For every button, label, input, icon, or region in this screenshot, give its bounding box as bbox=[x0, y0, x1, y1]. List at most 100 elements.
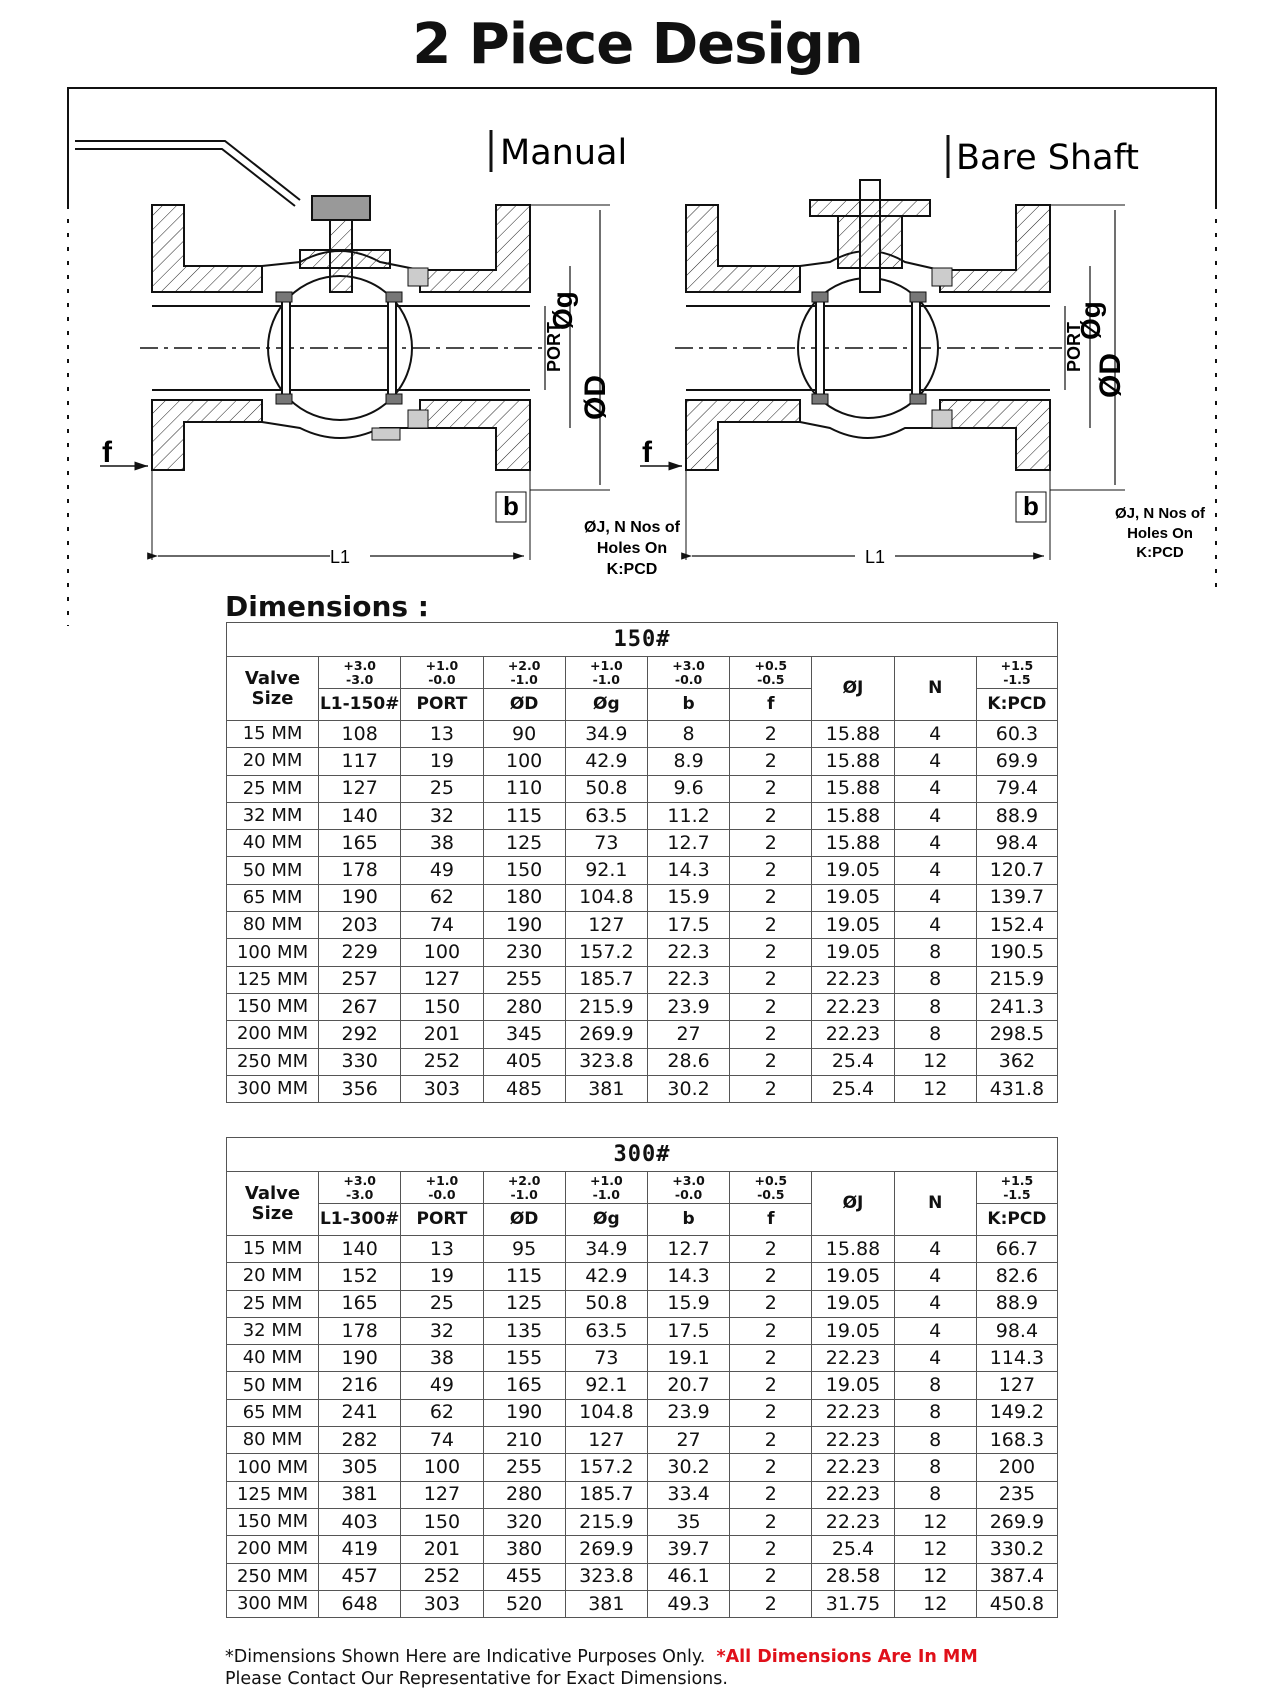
table-cell: 38 bbox=[400, 1344, 484, 1373]
table-cell: 8 bbox=[893, 1398, 977, 1428]
column-header: L1-300# bbox=[318, 1203, 402, 1236]
table-cell: 114.3 bbox=[975, 1344, 1059, 1373]
table-cell: 4 bbox=[893, 883, 977, 913]
valve-size-cell: 300 MM bbox=[225, 1589, 320, 1619]
table-cell: 2 bbox=[729, 1371, 813, 1400]
table-cell: 648 bbox=[318, 1589, 402, 1619]
table-cell: 2 bbox=[729, 719, 813, 749]
dim-og-right: Øg bbox=[1075, 301, 1106, 340]
dim-f-left: f bbox=[102, 436, 113, 469]
table-cell: 90 bbox=[482, 719, 566, 749]
holes-note-left-2: Holes On bbox=[597, 540, 667, 557]
table-cell: 2 bbox=[729, 965, 813, 994]
table-cell: 4 bbox=[893, 1234, 977, 1264]
table-cell: 13 bbox=[400, 1234, 484, 1264]
table-cell: 215.9 bbox=[564, 992, 648, 1022]
table-cell: 241 bbox=[318, 1398, 402, 1428]
table-cell: 25 bbox=[400, 1289, 484, 1318]
tolerance-cell: +0.5-0.5 bbox=[729, 1171, 813, 1204]
table-cell: 2 bbox=[729, 992, 813, 1022]
table-cell: 4 bbox=[893, 801, 977, 831]
table-cell: 73 bbox=[564, 829, 648, 858]
table-cell: 22.23 bbox=[811, 965, 895, 994]
table-cell: 2 bbox=[729, 1047, 813, 1076]
dim-og-left: Øg bbox=[547, 291, 578, 330]
dim-od-right: ØD bbox=[1094, 353, 1127, 398]
table-cell: 12 bbox=[893, 1535, 977, 1564]
table-cell: 15.88 bbox=[811, 829, 895, 858]
table-cell: 298.5 bbox=[975, 1020, 1059, 1049]
table-cell: 178 bbox=[318, 856, 402, 885]
table-cell: 403 bbox=[318, 1507, 402, 1537]
table-cell: 4 bbox=[893, 1344, 977, 1373]
valve-size-cell: 40 MM bbox=[225, 1344, 320, 1373]
table-cell: 252 bbox=[400, 1047, 484, 1076]
table-cell: 20.7 bbox=[646, 1371, 731, 1400]
table-cell: 2 bbox=[729, 1453, 813, 1482]
valve-size-cell: 65 MM bbox=[225, 883, 320, 913]
table-cell: 229 bbox=[318, 938, 402, 967]
table-cell: 4 bbox=[893, 856, 977, 885]
holes-note-left-3: K:PCD bbox=[607, 561, 658, 578]
table-cell: 66.7 bbox=[975, 1234, 1059, 1264]
table-cell: 255 bbox=[482, 1453, 566, 1482]
table-cell: 157.2 bbox=[564, 1453, 648, 1482]
valve-size-cell: 250 MM bbox=[225, 1047, 320, 1076]
footnote: *Dimensions Shown Here are Indicative Pu… bbox=[225, 1647, 978, 1691]
table-cell: 9.6 bbox=[646, 774, 731, 803]
table-cell: 292 bbox=[318, 1020, 402, 1049]
table-cell: 42.9 bbox=[564, 1262, 648, 1291]
footnote-line1: *Dimensions Shown Here are Indicative Pu… bbox=[225, 1647, 706, 1667]
table-cell: 62 bbox=[400, 883, 484, 913]
table-cell: 8 bbox=[893, 992, 977, 1022]
table-cell: 269.9 bbox=[564, 1020, 648, 1049]
dim-port-right: PORT bbox=[1064, 322, 1084, 372]
table-cell: 4 bbox=[893, 774, 977, 803]
table-cell: 34.9 bbox=[564, 1234, 648, 1264]
tolerance-cell: +3.0-0.0 bbox=[646, 1171, 731, 1204]
table-cell: 450.8 bbox=[975, 1589, 1059, 1619]
table-cell: 419 bbox=[318, 1535, 402, 1564]
table-cell: 455 bbox=[482, 1562, 566, 1591]
table-cell: 17.5 bbox=[646, 911, 731, 940]
table-cell: 4 bbox=[893, 829, 977, 858]
tolerance-cell: +3.0-0.0 bbox=[646, 656, 731, 689]
table-cell: 73 bbox=[564, 1344, 648, 1373]
table-cell: 50.8 bbox=[564, 774, 648, 803]
column-header: PORT bbox=[400, 1203, 484, 1236]
valve-size-cell: 20 MM bbox=[225, 1262, 320, 1291]
table-cell: 381 bbox=[564, 1589, 648, 1619]
column-header: PORT bbox=[400, 688, 484, 721]
table-cell: 2 bbox=[729, 911, 813, 940]
table-cell: 215.9 bbox=[564, 1507, 648, 1537]
table-cell: 280 bbox=[482, 992, 566, 1022]
table-cell: 269.9 bbox=[564, 1535, 648, 1564]
tolerance-cell: +1.0-1.0 bbox=[564, 1171, 648, 1204]
table-cell: 49 bbox=[400, 856, 484, 885]
table-cell: 22.23 bbox=[811, 1507, 895, 1537]
table-cell: 38 bbox=[400, 829, 484, 858]
bare-shaft-dimensions: L1 f b ØD Øg PORT ØJ, N Nos of Holes On … bbox=[640, 204, 1206, 567]
table-cell: 63.5 bbox=[564, 801, 648, 831]
table-cell: 2 bbox=[729, 1074, 813, 1104]
footnote-red: *All Dimensions Are In MM bbox=[716, 1647, 978, 1667]
column-header: Øg bbox=[564, 688, 648, 721]
table-cell: 2 bbox=[729, 1344, 813, 1373]
table-cell: 2 bbox=[729, 883, 813, 913]
bare-shaft-valve-section bbox=[675, 179, 1062, 471]
table-cell: 2 bbox=[729, 1316, 813, 1346]
column-header: ØD bbox=[482, 1203, 566, 1236]
table-cell: 2 bbox=[729, 801, 813, 831]
valve-size-cell: 80 MM bbox=[225, 911, 320, 940]
valve-size-cell: 15 MM bbox=[225, 719, 320, 749]
